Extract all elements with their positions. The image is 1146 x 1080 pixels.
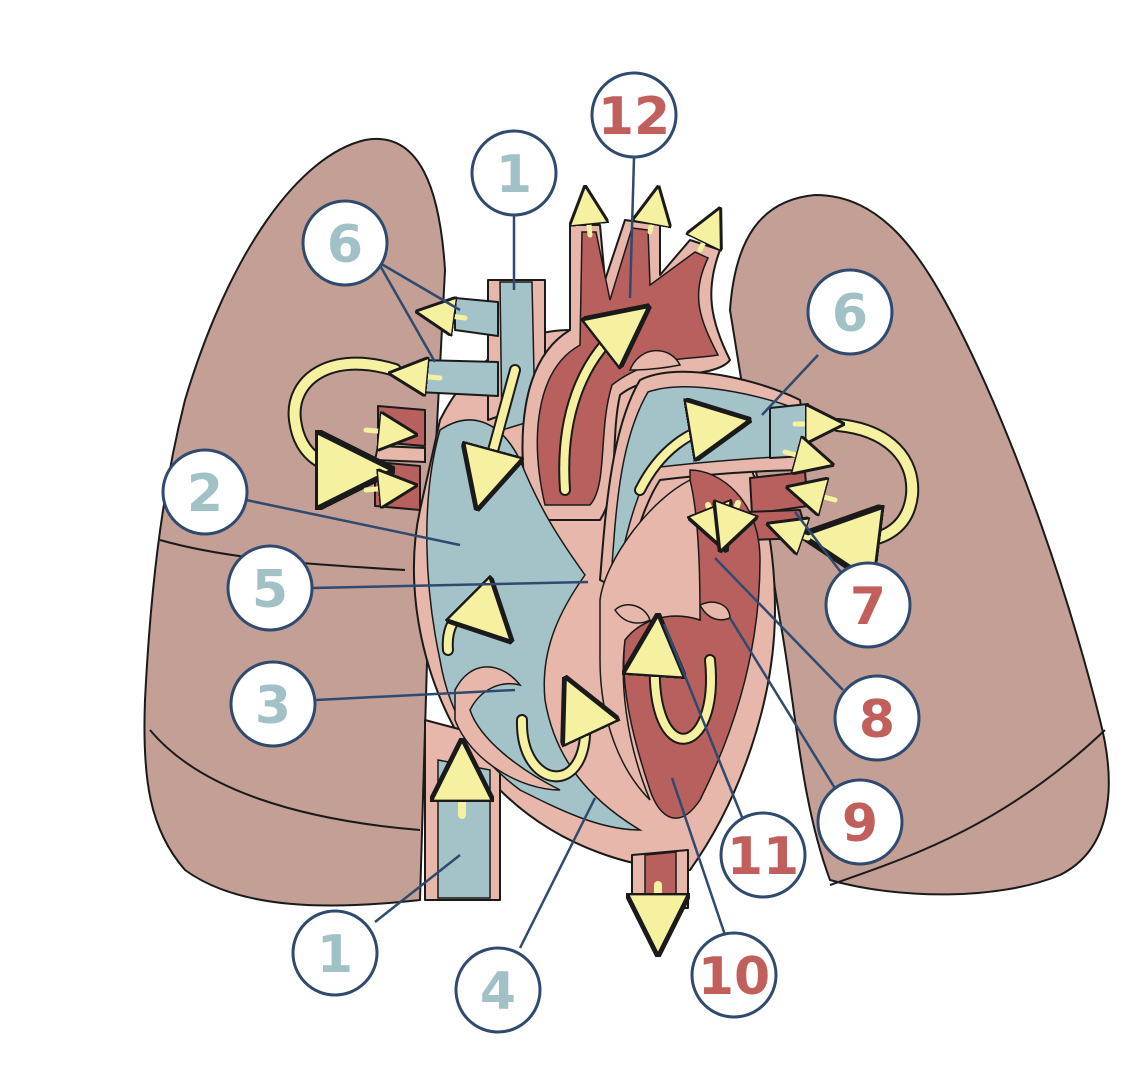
svg-text:8: 8 <box>859 690 895 750</box>
svg-text:5: 5 <box>252 560 288 620</box>
leader-2 <box>245 498 461 547</box>
left-lung-shape <box>729 194 1110 896</box>
label-4: 4 <box>454 946 542 1034</box>
label-1-bottom: 1 <box>291 909 379 997</box>
aorta-arrow-fill <box>560 325 625 494</box>
label-2: 2 <box>161 448 249 536</box>
label-1-top: 1 <box>470 129 558 217</box>
flow-arrows <box>287 205 920 925</box>
right-heart-lumen <box>426 419 643 831</box>
leader-9 <box>728 617 838 791</box>
aorta-branch-arrow-2 <box>650 205 655 235</box>
tricuspid-valve-blob <box>454 666 561 791</box>
lung-flow-arrow-left-fill <box>289 358 400 470</box>
pv-arrow-right-1 <box>805 492 838 500</box>
label-8: 8 <box>833 674 921 762</box>
label-3: 3 <box>229 660 317 748</box>
label-6-left: 6 <box>301 199 389 287</box>
svg-text:1: 1 <box>496 145 532 205</box>
svg-text:12: 12 <box>598 87 670 147</box>
left-atrium-arrow-b <box>728 503 738 530</box>
svg-text:11: 11 <box>727 827 799 887</box>
leader-12 <box>628 157 636 299</box>
leader-5 <box>311 580 589 590</box>
leader-7 <box>794 511 844 576</box>
left-pulmonary-artery-branch <box>769 403 812 459</box>
label-12: 12 <box>590 71 678 159</box>
label-11: 11 <box>719 811 807 899</box>
pa-arrow-left-2 <box>408 375 443 378</box>
pa-arrow-left-1 <box>435 314 468 318</box>
leader-11 <box>662 623 746 823</box>
pv-arrow-left-2 <box>363 487 398 490</box>
svg-text:9: 9 <box>842 794 878 854</box>
svg-text:3: 3 <box>255 676 291 736</box>
right-atrium-arrow-fill <box>443 611 490 654</box>
labels: 1 1 2 3 4 5 6 6 7 8 9 10 11 12 <box>161 71 921 1034</box>
label-6-right: 6 <box>806 268 894 356</box>
pv-arrow-right-2 <box>785 530 811 538</box>
svg-text:2: 2 <box>187 464 223 524</box>
leader-3 <box>315 688 516 702</box>
right-lung-shape <box>143 137 446 907</box>
right-pulmonary-vein-stripes <box>373 444 426 464</box>
right-lung-fissure-lower <box>149 729 421 831</box>
left-lung <box>729 194 1110 896</box>
left-ventricle-arrow-fill <box>655 645 715 743</box>
leader-8 <box>714 557 844 691</box>
svg-text:7: 7 <box>850 577 886 637</box>
left-lung-fissure <box>829 729 1106 886</box>
label-9: 9 <box>816 778 904 866</box>
lung-flow-arrow-right-fill <box>838 420 918 541</box>
right-lung <box>143 137 446 907</box>
pa-arrow-right-2 <box>782 452 815 460</box>
leader-6-left-b <box>376 261 437 363</box>
aorta-branch-arrow-3 <box>700 225 712 253</box>
leader-1-bottom <box>374 854 461 923</box>
label-10: 10 <box>690 931 778 1019</box>
left-pulmonary-vein-upper <box>749 471 809 515</box>
svc-arrow-fill <box>485 366 515 480</box>
svg-text:6: 6 <box>832 284 868 344</box>
leader-6-right <box>761 354 819 416</box>
pv-arrow-left-1 <box>363 430 398 433</box>
pulmonary-trunk-arrow-fill <box>636 425 720 494</box>
leader-10 <box>670 777 727 936</box>
right-pulmonary-vein-upper <box>377 405 426 447</box>
leader-6-left-a <box>377 260 461 312</box>
label-5: 5 <box>226 544 314 632</box>
leader-lines <box>245 157 844 949</box>
svg-text:10: 10 <box>698 947 770 1007</box>
aorta-branch-arrow-1 <box>587 205 590 238</box>
leader-4 <box>518 797 597 949</box>
label-7: 7 <box>824 561 912 649</box>
svg-text:6: 6 <box>327 215 363 275</box>
right-ventricle-arrow-fill <box>517 705 585 781</box>
svg-text:1: 1 <box>317 925 353 985</box>
svg-text:4: 4 <box>480 962 516 1022</box>
